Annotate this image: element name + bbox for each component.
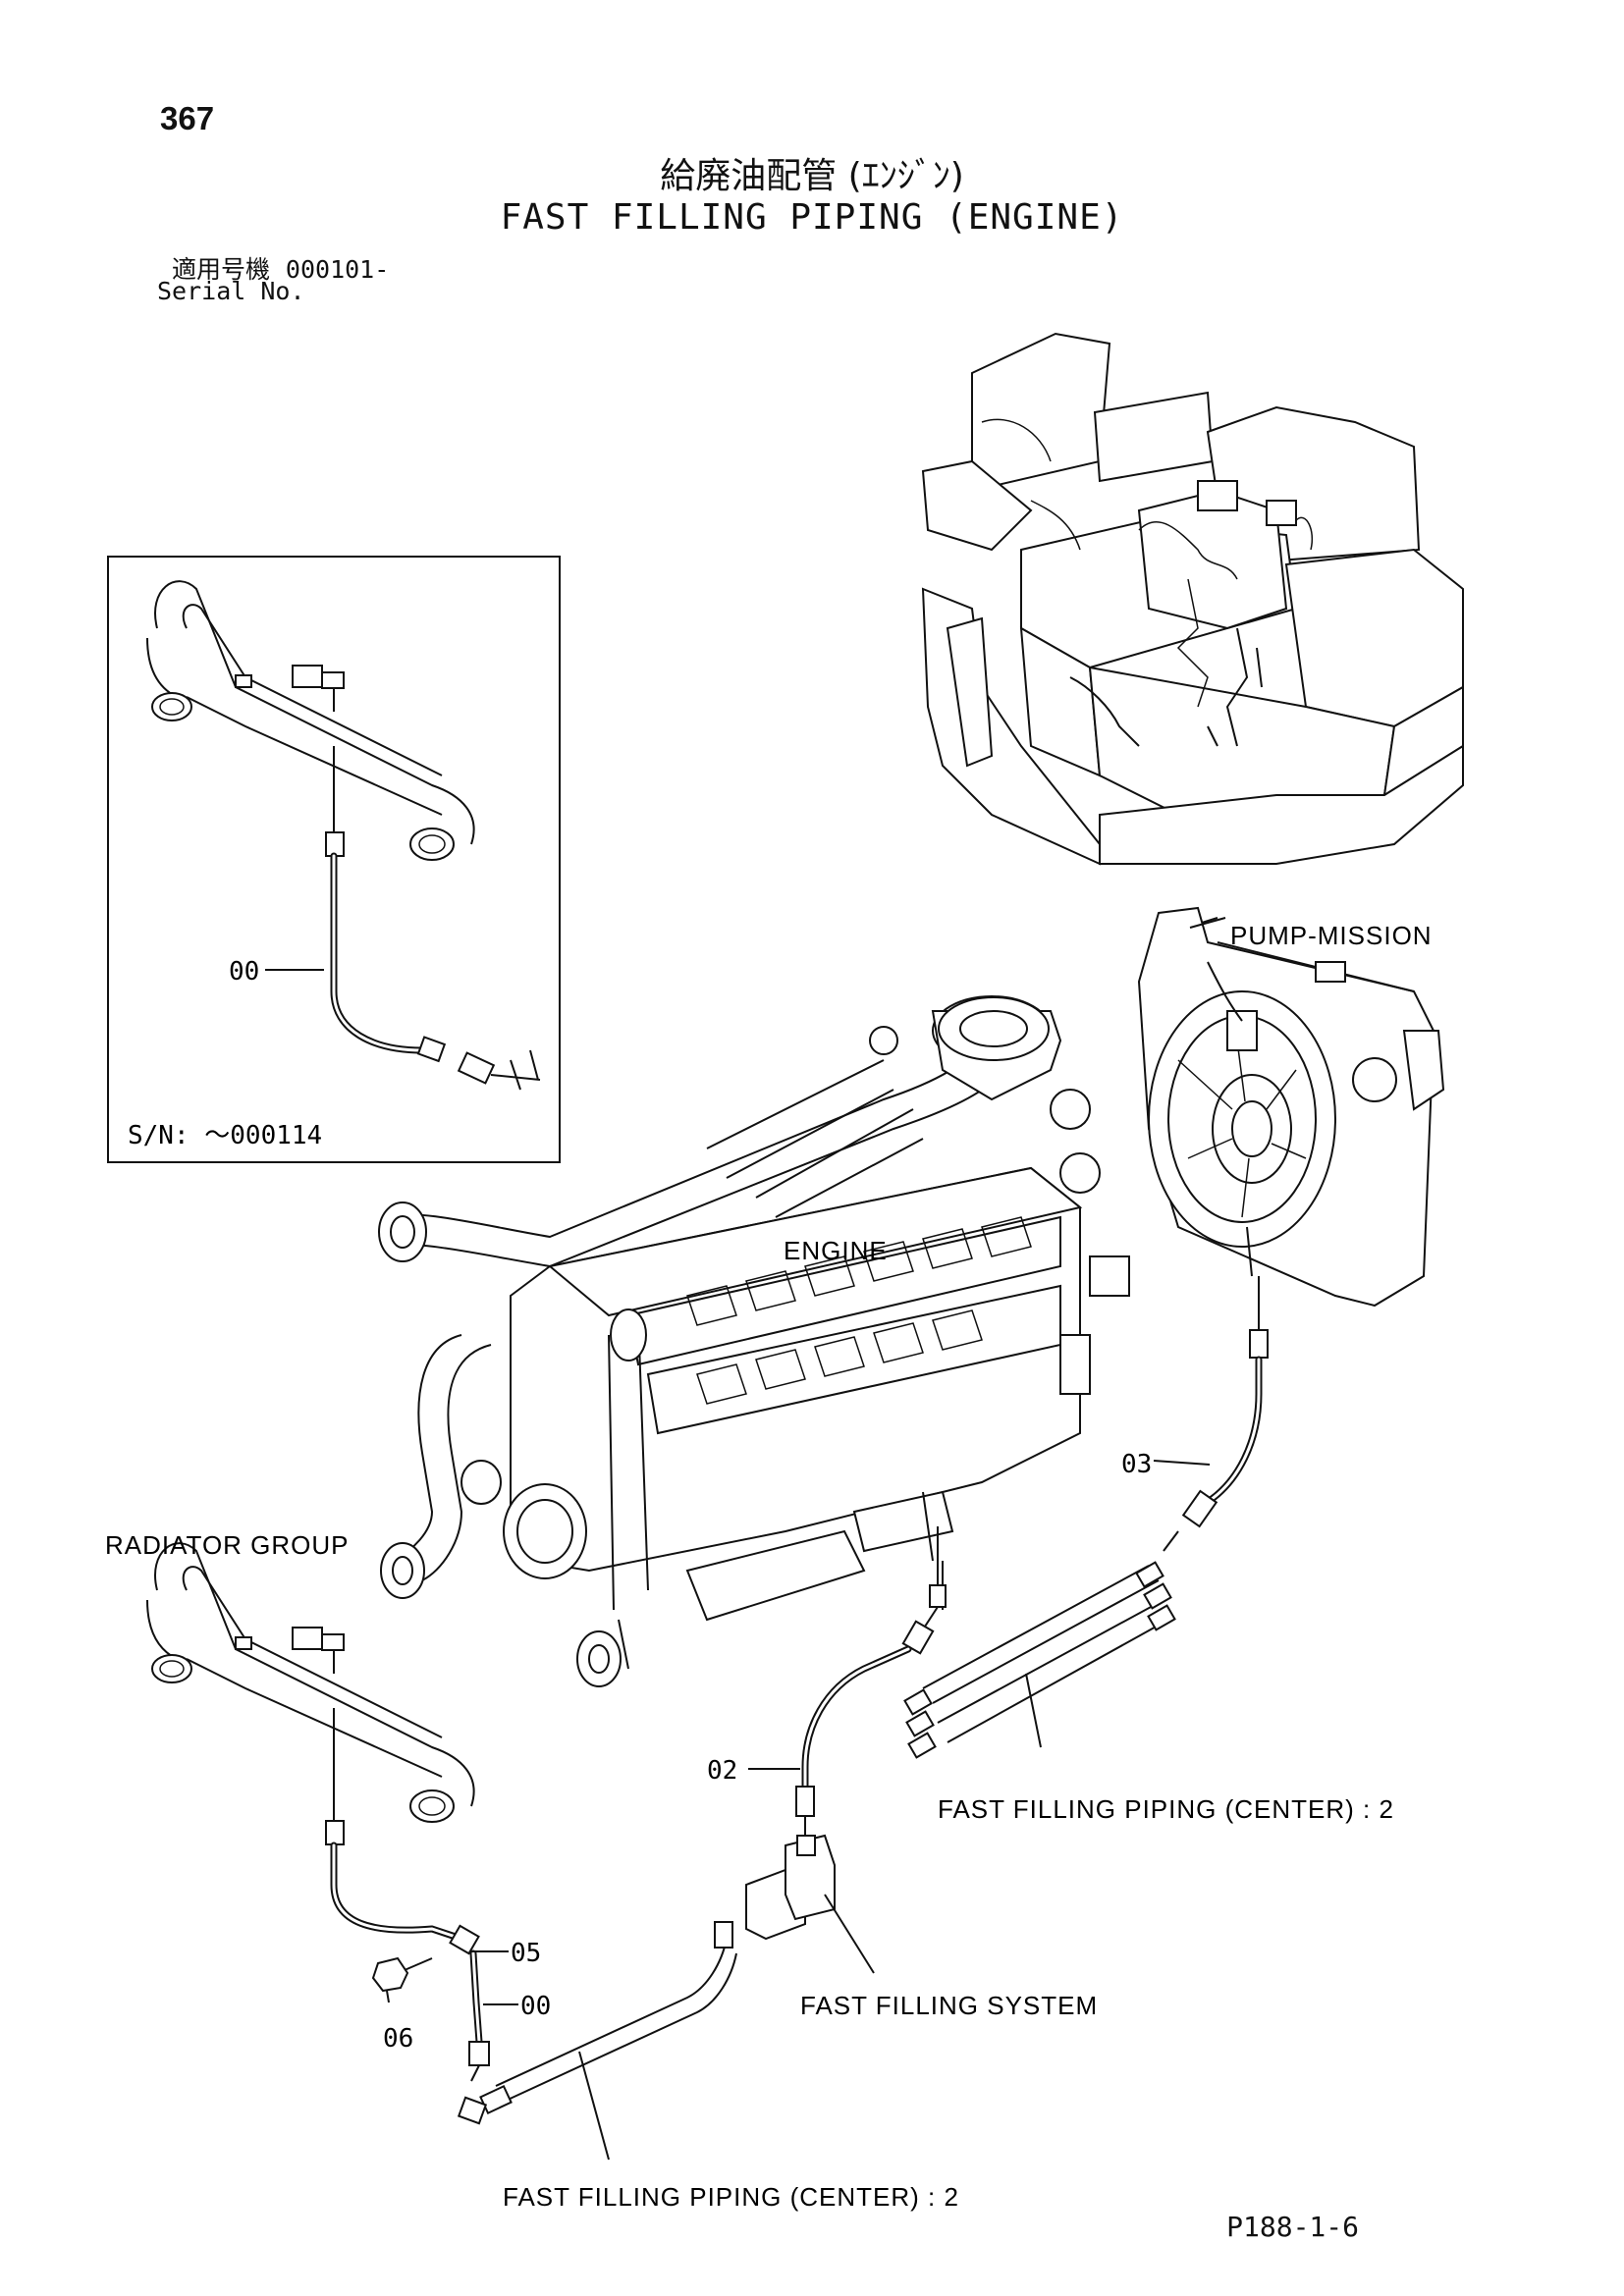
inset-part-number: 00 xyxy=(229,957,259,987)
part-number-02: 02 xyxy=(707,1756,737,1786)
page-reference: P188-1-6 xyxy=(1226,2211,1359,2243)
leader-03 xyxy=(1153,1460,1211,1466)
part-number-06: 06 xyxy=(383,2024,413,2054)
hose-03 xyxy=(1163,1276,1269,1552)
part-number-05: 05 xyxy=(511,1939,541,1968)
pump-mission-leader xyxy=(1189,917,1226,929)
serial-label-jp-text: 適用号機 xyxy=(172,255,271,284)
title-english: FAST FILLING PIPING (ENGINE) xyxy=(500,197,1124,238)
pump-mission-label: PUMP-MISSION xyxy=(1230,921,1433,950)
radiator-group-label: RADIATOR GROUP xyxy=(105,1530,350,1560)
pump-mission-drawing xyxy=(1137,906,1445,1308)
serial-label-jp: 適用号機 000101- xyxy=(172,250,389,286)
center-piping-bundle xyxy=(903,1561,1176,1759)
page-number: 367 xyxy=(160,100,215,136)
radiator-group-drawing xyxy=(146,1542,737,2161)
inset-radiator-pipe xyxy=(146,580,541,1091)
part-number-00: 00 xyxy=(520,1992,551,2021)
engine-label: ENGINE xyxy=(784,1236,888,1265)
serial-label-en: Serial No. xyxy=(157,277,305,305)
fast-filling-system-valve xyxy=(745,1834,875,1974)
machine-frame-drawing xyxy=(921,332,1464,866)
fast-filling-piping-center-bottom-label: FAST FILLING PIPING (CENTER) : 2 xyxy=(503,2182,959,2212)
inset-box xyxy=(107,556,561,1163)
hose-02 xyxy=(795,1526,947,1836)
inset-serial-label: S/N: ～000114 xyxy=(128,1121,322,1150)
title-japanese: 給廃油配管 (ｴﾝｼﾞﾝ) xyxy=(660,156,964,196)
fast-filling-system-label: FAST FILLING SYSTEM xyxy=(800,1991,1098,2020)
fast-filling-piping-center-right-label: FAST FILLING PIPING (CENTER) : 2 xyxy=(938,1794,1394,1824)
engine-drawing xyxy=(378,995,1130,1687)
part-number-03: 03 xyxy=(1121,1450,1152,1479)
serial-value: 000101- xyxy=(285,255,390,284)
